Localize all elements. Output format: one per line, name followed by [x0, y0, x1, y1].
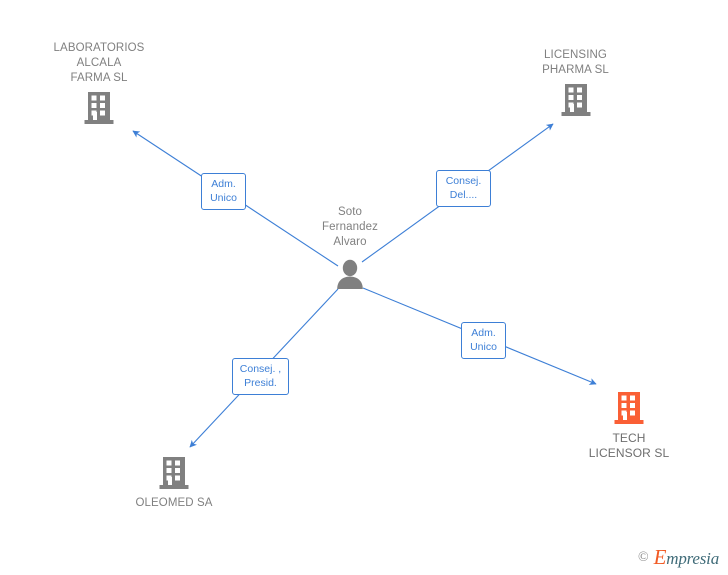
building-icon	[49, 91, 149, 125]
building-icon	[528, 83, 623, 117]
brand-name: Empresia	[654, 547, 720, 568]
building-icon	[128, 456, 220, 490]
building-icon	[583, 391, 675, 425]
node-label: TECH LICENSOR SL	[588, 431, 670, 460]
node-tech-licensor[interactable]: TECH LICENSOR SL	[583, 391, 675, 461]
brand-initial: E	[653, 545, 667, 569]
empresia-watermark: © Empresia	[637, 547, 720, 568]
node-soto-fernandez-alvaro[interactable]: Soto Fernandez Alvaro	[305, 205, 395, 289]
node-label: Soto Fernandez Alvaro	[322, 206, 378, 248]
node-label: LICENSING PHARMA SL	[542, 49, 609, 76]
edge-label-tech-licensor[interactable]: Adm. Unico	[461, 322, 506, 359]
person-icon	[305, 259, 395, 289]
brand-rest: mpresia	[666, 549, 719, 568]
edge-label-laboratorios[interactable]: Adm. Unico	[201, 173, 246, 210]
node-label: LABORATORIOS ALCALA FARMA SL	[53, 42, 145, 84]
node-label: OLEOMED SA	[135, 497, 213, 509]
node-laboratorios-alcala-farma[interactable]: LABORATORIOS ALCALA FARMA SL	[49, 41, 149, 125]
node-oleomed-sa[interactable]: OLEOMED SA	[128, 456, 220, 511]
node-licensing-pharma[interactable]: LICENSING PHARMA SL	[528, 48, 623, 117]
edge-label-licensing[interactable]: Consej. Del....	[436, 170, 491, 207]
edge-label-oleomed[interactable]: Consej. , Presid.	[232, 358, 289, 395]
copyright-symbol: ©	[637, 550, 649, 565]
